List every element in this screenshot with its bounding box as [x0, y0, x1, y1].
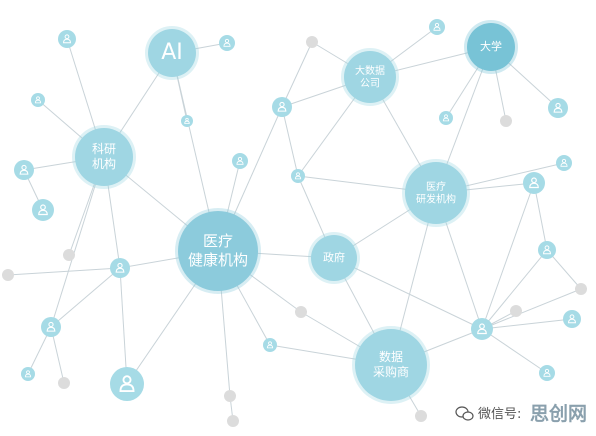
edge-p16-p17 [50, 267, 121, 328]
hub-label: 医疗 [203, 232, 233, 250]
person-node-p13 [523, 172, 545, 194]
edge-p7-p9 [281, 106, 299, 177]
person-icon [543, 368, 551, 377]
hub-label: 科研 [92, 142, 116, 156]
person-node-p16 [110, 258, 130, 278]
person-node-p3 [31, 93, 45, 107]
hub-university: 大学 [464, 20, 518, 74]
person-icon [433, 22, 441, 31]
hub-label: 大学 [480, 39, 502, 53]
dot-node-d7 [224, 390, 236, 402]
dot-node-d2 [2, 269, 14, 281]
person-icon [184, 117, 190, 124]
person-node-p8 [232, 153, 248, 169]
edge-p20-d5 [481, 288, 582, 330]
person-icon [294, 172, 302, 180]
edge-p20-p23 [481, 328, 548, 374]
person-node-p4 [14, 160, 34, 180]
dot-node-d8 [227, 415, 239, 427]
person-icon [277, 101, 287, 112]
hub-label: 机构 [92, 156, 116, 171]
dot-node-d10 [510, 305, 522, 317]
dot-node-d4 [500, 115, 512, 127]
hub-government: 政府 [308, 232, 360, 284]
person-icon [568, 314, 576, 324]
watermark-brand: 思创网 [530, 402, 587, 425]
person-icon [477, 323, 487, 335]
person-icon [266, 341, 274, 349]
dot-node-d11 [58, 377, 70, 389]
person-node-p22 [263, 338, 277, 352]
hub-label: 研发机构 [416, 192, 456, 205]
diagram-edges [7, 26, 582, 422]
dot-node-d1 [306, 36, 318, 48]
person-icon [442, 114, 450, 122]
edge-p20-p21 [481, 318, 573, 330]
dot-node-d5 [575, 283, 587, 295]
person-node-p9 [291, 169, 305, 183]
person-node-p7 [272, 97, 292, 117]
person-icon [46, 321, 56, 332]
edge-p20-p13 [481, 182, 535, 330]
person-icon [38, 204, 48, 216]
edge-p20-p15 [481, 249, 548, 330]
person-node-p14 [556, 155, 572, 171]
person-node-p23 [539, 365, 555, 381]
diagram-nodes [2, 19, 587, 427]
person-icon [529, 177, 539, 189]
person-node-p21 [563, 310, 581, 328]
edge-p13-p15 [533, 182, 548, 251]
person-icon [236, 156, 244, 165]
person-node-p17 [41, 317, 61, 337]
person-icon [34, 96, 42, 104]
dot-node-d6 [295, 306, 307, 318]
hub-label: 大数据 [355, 64, 385, 77]
person-icon [553, 102, 563, 113]
person-icon [115, 262, 125, 273]
person-node-p18 [21, 367, 35, 381]
dot-node-d9 [415, 410, 427, 422]
wechat-icon [455, 406, 474, 421]
hub-label: 健康机构 [188, 251, 248, 269]
person-node-p1 [58, 30, 76, 48]
watermark-prefix: 微信号: [478, 407, 521, 422]
edge-government-p20 [333, 257, 483, 330]
person-icon [24, 370, 32, 378]
dot-node-d3 [63, 249, 75, 261]
hub-label: AI [161, 40, 183, 65]
hub-label: 政府 [323, 250, 345, 264]
person-node-p15 [538, 241, 556, 259]
person-node-p20 [471, 318, 493, 340]
hub-label: 公司 [360, 78, 380, 89]
edge-p7-d1 [281, 41, 313, 108]
hub-label: 数据 [379, 349, 403, 364]
person-icon [543, 245, 551, 255]
hub-label: 采购商 [373, 364, 409, 379]
person-icon [63, 34, 71, 44]
person-icon [119, 375, 135, 392]
edge-research-p17 [50, 156, 105, 328]
person-node-p19 [110, 367, 144, 401]
person-node-p6 [181, 115, 193, 127]
person-node-p12 [548, 98, 568, 118]
edge-p16-p19 [119, 267, 128, 385]
watermark: 微信号: 思创网 [455, 402, 587, 425]
person-icon [223, 38, 231, 47]
person-node-p11 [439, 111, 453, 125]
person-icon [19, 164, 29, 175]
hub-ai: AI [145, 26, 199, 80]
person-node-p2 [219, 35, 235, 51]
edge-p16-d2 [7, 267, 121, 276]
person-node-p10 [429, 19, 445, 35]
person-node-p5 [32, 199, 54, 221]
hub-label: 医疗 [426, 180, 446, 193]
person-icon [560, 158, 568, 167]
